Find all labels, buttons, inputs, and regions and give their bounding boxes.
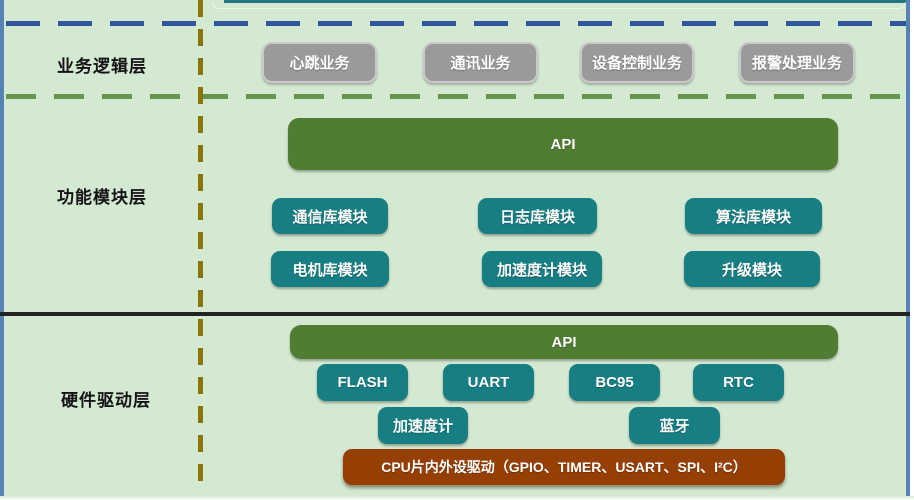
top-cutoff-strip: [224, 0, 906, 3]
box-communication-lib: 通信库模块: [272, 198, 388, 234]
divider-black-line: [0, 312, 910, 316]
layer-label-function: 功能模块层: [57, 188, 147, 207]
box-accelerometer: 加速度计: [378, 407, 468, 444]
box-bluetooth: 蓝牙: [629, 407, 720, 444]
api-bar-hardware-layer: API: [290, 325, 838, 359]
box-motor-lib: 电机库模块: [271, 251, 389, 287]
box-bc95: BC95: [569, 364, 660, 401]
top-cutoff-outline: [212, 2, 906, 9]
layer-label-business: 业务逻辑层: [57, 57, 147, 76]
box-heartbeat-service: 心跳业务: [262, 42, 377, 83]
box-alarm-handling-service: 报警处理业务: [739, 42, 855, 83]
box-device-control-service: 设备控制业务: [580, 42, 694, 83]
box-logging-lib: 日志库模块: [478, 198, 597, 234]
box-uart: UART: [443, 364, 534, 401]
box-accelerometer-module: 加速度计模块: [482, 251, 602, 287]
right-margin: [910, 0, 914, 500]
api-bar-function-layer: API: [288, 118, 838, 170]
box-flash: FLASH: [317, 364, 408, 401]
divider-vertical-dashed: [198, 0, 203, 492]
bottom-fade: [0, 496, 914, 500]
box-cpu-peripheral-driver: CPU片内外设驱动（GPIO、TIMER、USART、SPI、I²C）: [343, 449, 785, 485]
divider-green-dashed: [6, 94, 906, 99]
frame-left-border: [0, 0, 4, 496]
box-rtc: RTC: [693, 364, 784, 401]
box-algorithm-lib: 算法库模块: [685, 198, 822, 234]
box-communication-service: 通讯业务: [423, 42, 538, 83]
frame-right-border: [906, 0, 910, 496]
layer-label-hardware: 硬件驱动层: [61, 391, 151, 410]
divider-blue-dashed: [6, 21, 906, 26]
box-upgrade-module: 升级模块: [684, 251, 820, 287]
